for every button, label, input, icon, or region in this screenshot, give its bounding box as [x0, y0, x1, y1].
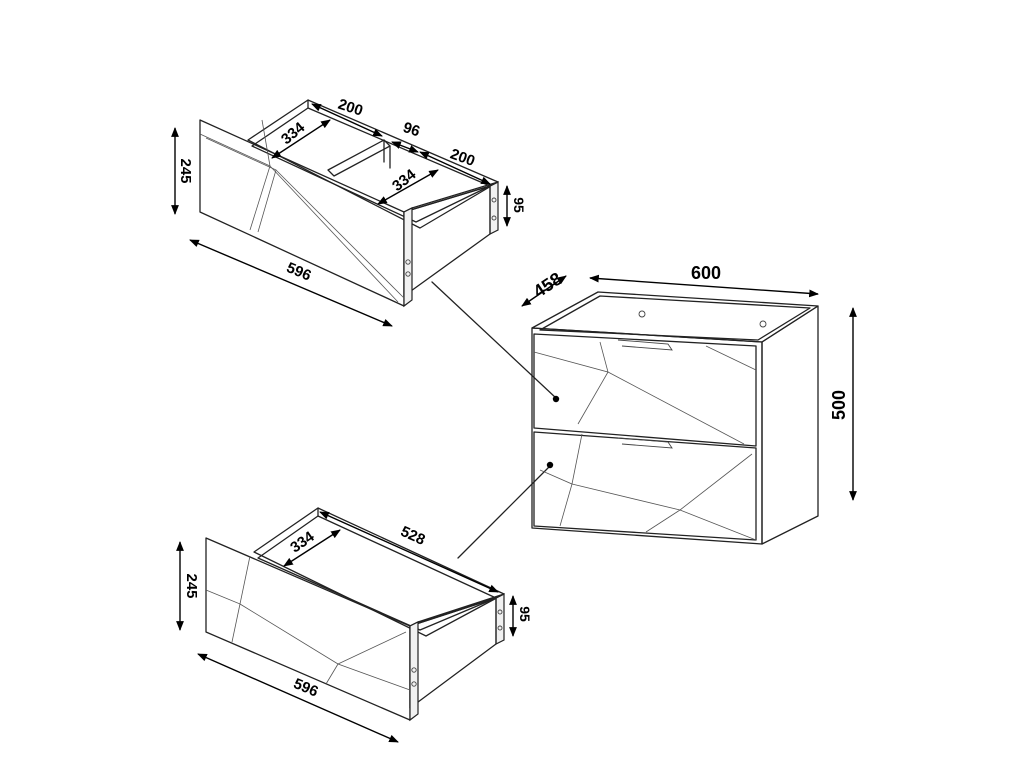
dim-line-bottom-inner-length	[319, 511, 499, 593]
dim-line-length	[189, 239, 393, 327]
top-drawer-front	[199, 119, 413, 308]
cabinet-upper-drawer	[533, 333, 757, 447]
dim-label-bottom-side-height: 95	[517, 606, 533, 622]
cabinet: 458 600 500	[521, 263, 857, 545]
leader-dot-top	[552, 395, 560, 403]
dim-label-compartment-left-depth: 334	[278, 119, 309, 149]
dim-label-side-height: 95	[511, 197, 527, 213]
bottom-drawer-dimensions: 245 596 334 528 95	[176, 511, 533, 743]
top-drawer: 245 596 200 334 96 200 334 95	[171, 96, 527, 327]
dim-label-divider: 96	[401, 119, 422, 140]
dim-line-compartment-right-width	[419, 151, 491, 185]
leader-dot-bottom	[546, 461, 554, 469]
dim-line-divider	[391, 141, 419, 153]
bottom-drawer: 245 596 334 528 95	[176, 507, 533, 743]
dim-line-cabinet-width	[589, 274, 819, 298]
dim-line-compartment-right-depth	[377, 169, 439, 205]
dim-label-compartment-left-width: 200	[336, 96, 365, 120]
cabinet-dimensions: 458 600 500	[521, 263, 857, 501]
dim-line-compartment-left-depth	[271, 119, 331, 159]
cabinet-lower-drawer	[533, 431, 757, 541]
dim-label-cabinet-width: 600	[691, 263, 721, 283]
dim-label-compartment-right-depth: 334	[389, 166, 420, 195]
dim-line-bottom-length	[197, 653, 399, 743]
dim-label-bottom-inner-depth: 334	[287, 528, 318, 557]
dim-line-compartment-left-width	[311, 103, 383, 137]
dim-line-cabinet-depth	[521, 275, 567, 307]
dim-label-bottom-height: 245	[183, 573, 200, 598]
dim-label-bottom-inner-length: 528	[398, 523, 428, 549]
leader-line-bottom	[457, 465, 551, 559]
top-drawer-dimensions: 245 596 200 334 96 200 334 95	[171, 96, 527, 327]
leader-line-top	[431, 281, 557, 399]
dim-label-cabinet-height: 500	[829, 390, 849, 420]
dim-label-height: 245	[177, 158, 194, 183]
